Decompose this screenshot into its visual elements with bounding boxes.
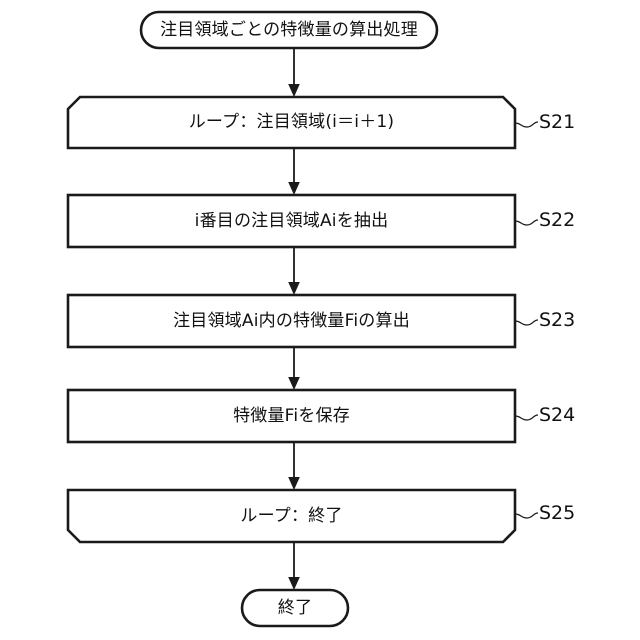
leader-line-s21 — [514, 121, 539, 128]
leader-line-s23 — [514, 319, 539, 326]
loop-end-shape — [66, 488, 517, 544]
leader-line-s25 — [514, 512, 539, 519]
loop-start-shape — [66, 95, 517, 150]
step-label-s24: S24 — [539, 404, 576, 426]
calc-feature-shape — [66, 293, 517, 349]
arrow-loop-end-to-end — [288, 542, 300, 590]
extract-region-shape — [66, 193, 517, 249]
arrow-start-to-loop-start — [288, 48, 300, 97]
start-terminator-shape — [139, 10, 439, 50]
leader-line-s24 — [514, 414, 539, 421]
step-label-s22: S22 — [539, 209, 576, 231]
step-label-s21: S21 — [539, 111, 576, 133]
arrow-calc-to-save — [288, 347, 300, 390]
end-terminator-shape — [240, 588, 350, 628]
leader-line-s22 — [514, 219, 539, 226]
arrow-extract-to-calc — [288, 247, 300, 295]
arrow-save-to-loop-end — [288, 442, 300, 490]
arrow-loop-start-to-extract — [288, 148, 300, 195]
step-label-s23: S23 — [539, 309, 576, 331]
save-feature-shape — [66, 388, 517, 444]
step-label-s25: S25 — [539, 502, 576, 524]
